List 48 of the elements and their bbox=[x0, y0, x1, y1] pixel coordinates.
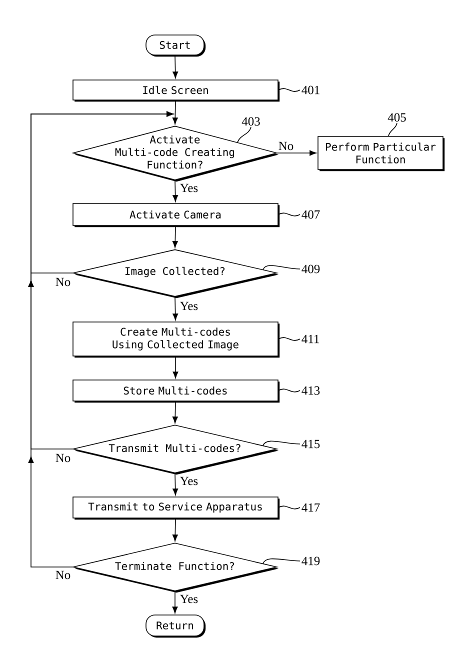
edge-label: Yes bbox=[178, 182, 200, 194]
arrow bbox=[172, 401, 178, 424]
reference-numeral: 409 bbox=[302, 264, 320, 274]
leader-line bbox=[262, 440, 300, 446]
leader-line bbox=[262, 558, 300, 564]
arrow bbox=[28, 111, 174, 568]
reference-numeral: 403 bbox=[242, 117, 260, 126]
process-box: Transmit to Service Apparatus bbox=[72, 496, 280, 520]
terminator: Start bbox=[146, 34, 206, 57]
edge-label: No bbox=[277, 140, 295, 152]
arrow bbox=[172, 100, 178, 124]
edge-label: Yes bbox=[178, 594, 200, 604]
arrow bbox=[172, 226, 178, 248]
process-box: Idle Screen bbox=[72, 80, 280, 102]
process-box: Perform Particular Function bbox=[318, 136, 445, 172]
arrow bbox=[172, 518, 178, 542]
reference-numeral: 417 bbox=[302, 503, 320, 512]
leader-line bbox=[278, 88, 300, 92]
process-box: Store Multi-codes bbox=[72, 380, 280, 403]
leader-line bbox=[237, 126, 252, 143]
arrow bbox=[172, 473, 178, 496]
arrow bbox=[172, 180, 178, 202]
terminator: Return bbox=[146, 614, 206, 638]
edge-label: No bbox=[54, 570, 72, 580]
leader-line bbox=[278, 506, 300, 510]
leader-line bbox=[388, 122, 398, 137]
arrow bbox=[277, 150, 316, 156]
process-box: Activate Camera bbox=[72, 203, 280, 228]
leader-line bbox=[262, 265, 300, 270]
arrow bbox=[172, 55, 178, 78]
leader-line bbox=[278, 337, 300, 341]
edge-label: No bbox=[54, 452, 72, 464]
reference-numeral: 411 bbox=[302, 334, 319, 344]
edge-label: Yes bbox=[178, 476, 200, 486]
edge-label: Yes bbox=[178, 300, 200, 312]
reference-numeral: 407 bbox=[302, 210, 320, 219]
leader-line bbox=[278, 388, 300, 392]
edge-label: No bbox=[54, 276, 72, 288]
leader-line bbox=[278, 212, 300, 216]
arrow bbox=[172, 591, 178, 614]
reference-numeral: 401 bbox=[302, 86, 320, 94]
reference-numeral: 413 bbox=[302, 386, 320, 395]
arrow bbox=[172, 356, 178, 378]
arrow bbox=[172, 296, 178, 320]
reference-numeral: 419 bbox=[302, 556, 320, 566]
reference-numeral: 405 bbox=[388, 113, 406, 122]
process-box: Create Multi-codes Using Collected Image bbox=[72, 322, 280, 358]
reference-numeral: 415 bbox=[302, 440, 320, 448]
